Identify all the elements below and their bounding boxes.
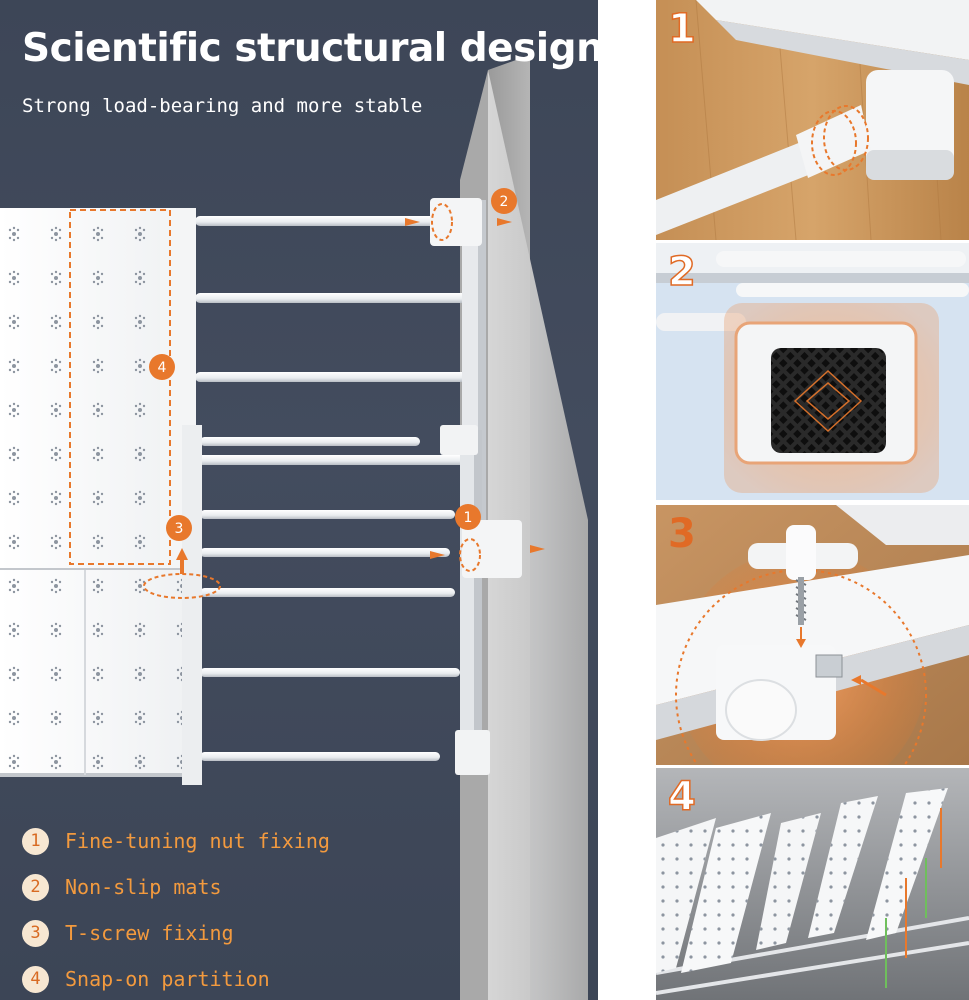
feature-number-badge: 2 (22, 873, 49, 901)
shelf-scene-illustration: 2 4 3 1 (0, 55, 588, 1000)
callout-4-label: 4 (158, 360, 167, 376)
feature-item: 1 Fine-tuning nut fixing (22, 818, 330, 864)
feature-label: Fine-tuning nut fixing (65, 829, 330, 853)
main-scene-panel: 2 4 3 1 Scientific structural design Str… (0, 0, 598, 1000)
detail-panel-non-slip-mat: 2 (656, 243, 969, 500)
detail-panel-t-screw: 3 (656, 505, 969, 765)
detail-panel-nut-fixing: 1 (656, 0, 969, 240)
panel-number: 4 (667, 773, 696, 821)
callout-3 (166, 515, 192, 541)
callout-1 (455, 504, 481, 530)
page-subtitle: Strong load-bearing and more stable (22, 95, 423, 117)
nut-fixing-illustration (656, 0, 969, 240)
feature-label: Snap-on partition (65, 967, 270, 991)
callout-2-label: 2 (500, 194, 509, 210)
feature-number-badge: 1 (22, 827, 49, 855)
partition-boards (656, 788, 948, 973)
detail-panel-snap-on-partition: 4 (656, 768, 969, 1000)
feature-item: 4 Snap-on partition (22, 956, 330, 1000)
feature-item: 3 T-screw fixing (22, 910, 330, 956)
callout-4 (149, 354, 175, 380)
panel-number: 3 (668, 511, 696, 557)
panel-number: 1 (667, 5, 696, 53)
feature-label: Non-slip mats (65, 875, 222, 899)
feature-list: 1 Fine-tuning nut fixing 2 Non-slip mats… (22, 818, 330, 1000)
panel-number: 2 (667, 248, 696, 296)
feature-item: 2 Non-slip mats (22, 864, 330, 910)
non-slip-mat-illustration (656, 243, 969, 500)
feature-number-badge: 3 (22, 919, 49, 947)
t-screw-illustration (656, 505, 969, 765)
callout-2 (491, 188, 517, 214)
upper-rods (195, 216, 480, 465)
callout-3-label: 3 (175, 521, 184, 537)
callout-1-label: 1 (464, 510, 473, 526)
lower-rods (200, 437, 460, 761)
feature-number-badge: 4 (22, 965, 49, 993)
page-title: Scientific structural design (22, 26, 598, 71)
feature-label: T-screw fixing (65, 921, 234, 945)
snap-on-partition-illustration (656, 768, 969, 1000)
